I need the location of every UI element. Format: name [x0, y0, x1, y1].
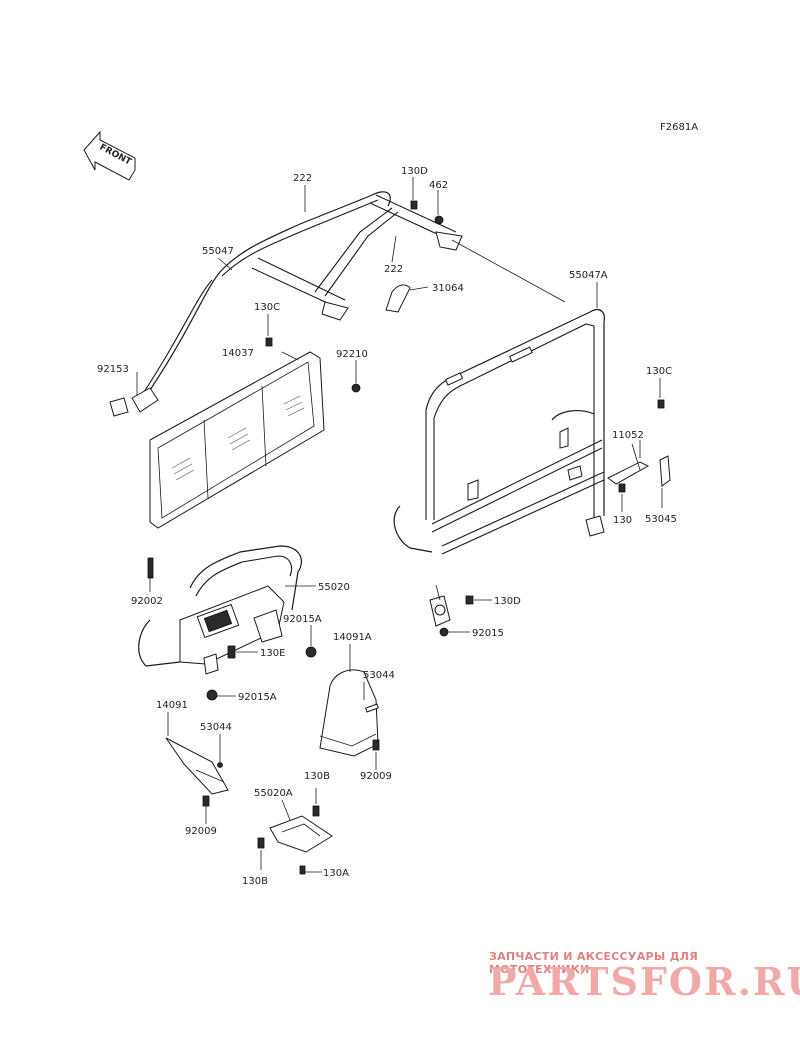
- roll-bar-rear: [393, 309, 605, 555]
- callout-31064: 31064: [432, 283, 464, 294]
- front-arrow-icon: FRONT: [83, 130, 136, 181]
- callout-55047a: 55047A: [569, 270, 608, 281]
- fastener-462: [434, 215, 444, 225]
- callout-130d-top: 130D: [401, 166, 428, 177]
- callout-92009-right: 92009: [360, 771, 392, 782]
- watermark-tagline: ЗАПЧАСТИ И АКСЕССУАРЫ ДЛЯ МОТОТЕХНИКИ: [489, 950, 699, 976]
- watermark-brand-logo: PARTSFOR.RU: [488, 959, 800, 1004]
- callout-53044-right: 53044: [363, 670, 395, 681]
- skid-plate-55020a: [257, 805, 333, 875]
- side-bracket: [607, 399, 671, 493]
- callout-130e: 130E: [260, 648, 285, 659]
- fastener-92210: [351, 383, 361, 393]
- callout-14037: 14037: [222, 348, 254, 359]
- fastener-130c: [265, 337, 273, 347]
- callout-92009-left: 92009: [185, 826, 217, 837]
- callout-92015a-top: 92015A: [283, 614, 322, 625]
- callout-130a: 130A: [323, 868, 349, 879]
- diagram-code: F2681A: [660, 122, 698, 133]
- callout-92015a-bottom: 92015A: [238, 692, 277, 703]
- strap: [385, 284, 411, 313]
- callout-14091a: 14091A: [333, 632, 372, 643]
- side-guard-left: [165, 737, 229, 807]
- callout-130: 130: [613, 515, 632, 526]
- callout-92153: 92153: [97, 364, 129, 375]
- callout-222-mid: 222: [384, 264, 403, 275]
- callout-11052: 11052: [612, 430, 644, 441]
- callout-130b-bottom: 130B: [242, 876, 268, 887]
- callout-130d-bottom: 130D: [494, 596, 521, 607]
- callout-55020a: 55020A: [254, 788, 293, 799]
- side-guard-right: [319, 669, 380, 757]
- callout-130c-left: 130C: [254, 302, 280, 313]
- callout-92210: 92210: [336, 349, 368, 360]
- callout-92002: 92002: [131, 596, 163, 607]
- callout-14091: 14091: [156, 700, 188, 711]
- callout-53044-left: 53044: [200, 722, 232, 733]
- callout-53045: 53045: [645, 514, 677, 525]
- callout-55047: 55047: [202, 246, 234, 257]
- roll-bar-front: [109, 191, 463, 417]
- net-panel: [149, 351, 325, 529]
- callout-130c-right: 130C: [646, 366, 672, 377]
- front-bumper: [138, 545, 317, 701]
- callout-92015: 92015: [472, 628, 504, 639]
- callout-462: 462: [429, 180, 448, 191]
- callout-55020: 55020: [318, 582, 350, 593]
- fastener-130d-top: [410, 200, 418, 210]
- leader-lines: [136, 177, 663, 873]
- callout-labels: 222 130D 462 55047 222 31064 55047A 130C…: [97, 166, 677, 887]
- callout-130b-top: 130B: [304, 771, 330, 782]
- lower-clamp: [429, 584, 474, 637]
- callout-222-top: 222: [293, 173, 312, 184]
